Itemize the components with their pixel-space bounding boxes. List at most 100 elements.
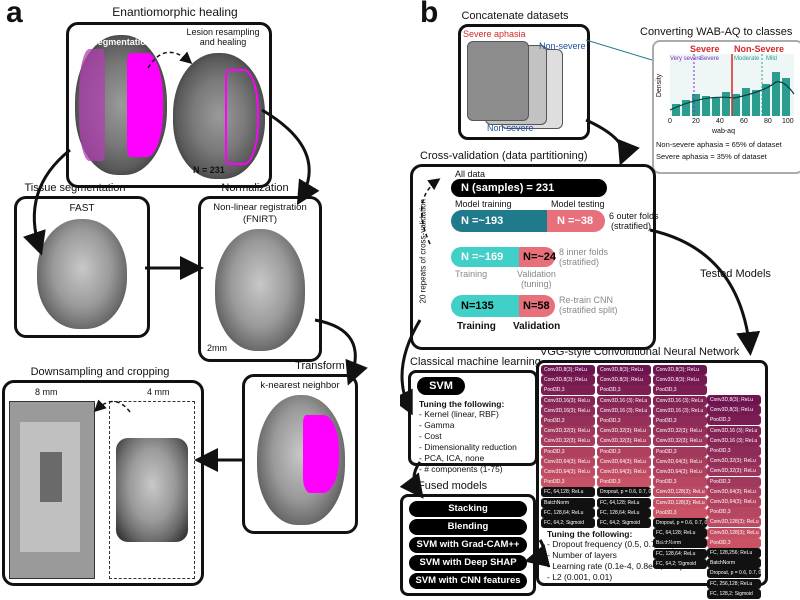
curve-arrow-icon xyxy=(400,461,424,499)
vgg-tuning-item: - Dropout frequency (0.5, 0.7, 0.8) xyxy=(547,539,676,549)
tissue-title: Tissue segmentation xyxy=(24,182,126,194)
brain-transformed-image xyxy=(257,395,345,525)
vgg-layer: Pool3D,3 xyxy=(597,477,651,488)
tick-80: 80 xyxy=(764,118,772,125)
wab-histogram xyxy=(669,54,795,116)
vgg-layer: Conv3D,16 (3); ReLu xyxy=(597,395,651,406)
vgg-layer: Dropout, p = 0.6, 0.7, 0.8 xyxy=(707,568,761,579)
train-pill: N =~193 xyxy=(451,210,547,232)
nonsevere-label-top: Non-severe xyxy=(539,41,586,51)
vgg-layer: Conv3D,64(3); ReLu xyxy=(707,497,761,507)
vgg-layer: Conv3D,32(3); ReLu xyxy=(541,426,595,437)
vgg-layer: FC, 128,64; ReLu xyxy=(541,507,595,518)
fast-label: FAST xyxy=(69,203,95,214)
vgg-layer: Pool3D,3 xyxy=(541,477,595,488)
vgg-layer: Conv3D,16 (3); ReLu xyxy=(653,395,707,406)
model-training-label: Model training xyxy=(455,199,512,209)
classical-tuning-item: - PCA, ICA, none xyxy=(419,453,485,463)
fnirt-label: (FNIRT) xyxy=(242,214,278,225)
vgg-layer: Conv3D,8(3); ReLu xyxy=(707,395,761,405)
downsampling-box: 8 mm 4 mm xyxy=(2,380,204,586)
fused-model-item: SVM with Deep SHAP xyxy=(409,555,527,571)
vgg-layer: Dropout, p = 0.6, 0.7, 0.8 xyxy=(653,518,707,528)
dashed-curve-arrow-icon xyxy=(147,51,193,69)
vgg-tuning-item: - Learning rate (0.1e-4, 0.8e-4,1e-4) xyxy=(547,561,683,571)
vgg-layer: Dropout, p = 0.6, 0.7, 0.8 xyxy=(597,487,651,498)
vgg-layer: BatchNorm xyxy=(707,558,761,569)
mild-label: Mild xyxy=(766,56,778,62)
vgg-layer: Pool3D,3 xyxy=(541,385,595,396)
vgg-layer: Conv3D,8(3); ReLu xyxy=(653,365,707,375)
vgg-layer: Conv3D,8(3); ReLu xyxy=(597,375,651,386)
vgg-layer: Pool3D,3 xyxy=(653,446,707,457)
scale-label: 2mm xyxy=(207,343,227,353)
test-pill: N =~38 xyxy=(547,210,605,232)
wab-note-1: Non-severe aphasia = 65% of dataset xyxy=(656,140,782,149)
vgg-layer: FC, 64,128; ReLu xyxy=(597,497,651,508)
vgg-layer: FC, 128,256; ReLu xyxy=(707,548,761,558)
fused-title: Fused models xyxy=(418,480,488,492)
curve-arrow-icon xyxy=(524,539,551,568)
retrain-label: Re-train CNN xyxy=(559,295,614,305)
classical-tuning-list: - Kernel (linear, RBF)- Gamma- Cost- Dim… xyxy=(419,409,517,475)
outer-folds-label: 6 outer folds xyxy=(609,211,659,221)
vgg-layer: Pool3D,3 xyxy=(707,446,761,456)
curve-arrow-icon xyxy=(585,118,640,166)
model-testing-label: Model testing xyxy=(551,199,605,209)
tick-20: 20 xyxy=(692,118,700,125)
vgg-layer: Pool3D,3 xyxy=(653,507,707,518)
manual-lesion-label: T2 manual lesion segmentation xyxy=(85,27,159,47)
tick-60: 60 xyxy=(740,118,748,125)
classical-tuning-item: - # components (1-75) xyxy=(419,464,503,474)
wab-xlabel: wab-aq xyxy=(712,128,735,135)
vgg-layer: Pool3D,3 xyxy=(653,385,707,396)
tick-100: 100 xyxy=(782,118,794,125)
vgg-layer: Conv3D,64(3); ReLu xyxy=(707,486,761,497)
inner-training-label: Training xyxy=(455,269,488,279)
vgg-layer: FC, 64,128; ReLu xyxy=(541,487,595,498)
dashed-curve-arrow-icon xyxy=(420,178,441,245)
vgg-title: VGG-style Convolutional Neural Network xyxy=(540,346,740,358)
wab-nonsevere-label: Non-Severe xyxy=(734,44,785,54)
retrain-val-pill: N=58 xyxy=(519,295,555,317)
retrain-label2: (stratified split) xyxy=(559,305,618,315)
brain-segmented-image xyxy=(37,219,127,329)
vgg-layer: Pool3D,3 xyxy=(707,537,761,548)
enantiomorphic-title: Enantiomorphic healing xyxy=(112,5,238,19)
8mm-label: 8 mm xyxy=(35,387,58,397)
panel-a-arrows xyxy=(22,51,368,472)
vgg-tuning-list: - Dropout frequency (0.5, 0.7, 0.8)- Num… xyxy=(547,539,683,583)
vgg-tuning-title: Tuning the following: xyxy=(547,529,633,539)
vgg-layer: Conv3D,128(3); ReLu xyxy=(653,487,707,498)
brain-healed-image xyxy=(173,53,265,179)
vgg-layer: Pool3D,3 xyxy=(541,446,595,457)
vgg-layer: Pool3D,3 xyxy=(653,416,707,426)
all-data-label: All data xyxy=(455,169,486,179)
wab-ticks: 0 20 40 60 80 100 xyxy=(668,118,796,128)
tested-models-label: Tested Models xyxy=(700,268,771,280)
svm-pill: SVM xyxy=(417,377,465,395)
curve-arrow-icon xyxy=(649,228,761,356)
panel-letter-b: b xyxy=(420,0,439,29)
vgg-layer: Pool3D,3 xyxy=(707,415,761,426)
n-count: N = 231 xyxy=(193,165,225,175)
normalization-title: Normalization xyxy=(221,182,289,194)
vgg-layer: Conv3D,8(3); ReLu xyxy=(597,365,651,375)
vgg-layer: FC, 64,2; Sigmoid xyxy=(597,518,651,528)
vgg-layer: BatchNorm xyxy=(541,497,595,508)
vgg-layer: Conv3D,8(3); ReLu xyxy=(707,405,761,416)
wab-title: Converting WAB-AQ to classes xyxy=(640,26,793,38)
inner-folds-label: 8 inner folds xyxy=(559,247,609,257)
nonsevere-label-bottom: Non-severe xyxy=(487,123,534,133)
brain-lesion-image xyxy=(75,35,167,175)
vgg-layer: FC, 64,2; Sigmoid xyxy=(541,518,595,528)
vgg-layer: FC, 256,128; ReLu xyxy=(707,578,761,589)
knn-label: k-nearest neighbor xyxy=(260,380,340,391)
cv-box: All data N (samples) = 231 Model trainin… xyxy=(410,164,659,350)
vgg-layer: Conv3D,8(3); ReLu xyxy=(541,365,595,375)
vgg-layer: Conv3D,16 (3); ReLu xyxy=(653,405,707,416)
vgg-layer: Conv3D,32(3); ReLu xyxy=(597,436,651,447)
vgg-layer: Pool3D,3 xyxy=(653,477,707,488)
vgg-layer: Conv3D,128(3); ReLu xyxy=(707,517,761,528)
vgg-layer: Pool3D,3 xyxy=(597,416,651,426)
